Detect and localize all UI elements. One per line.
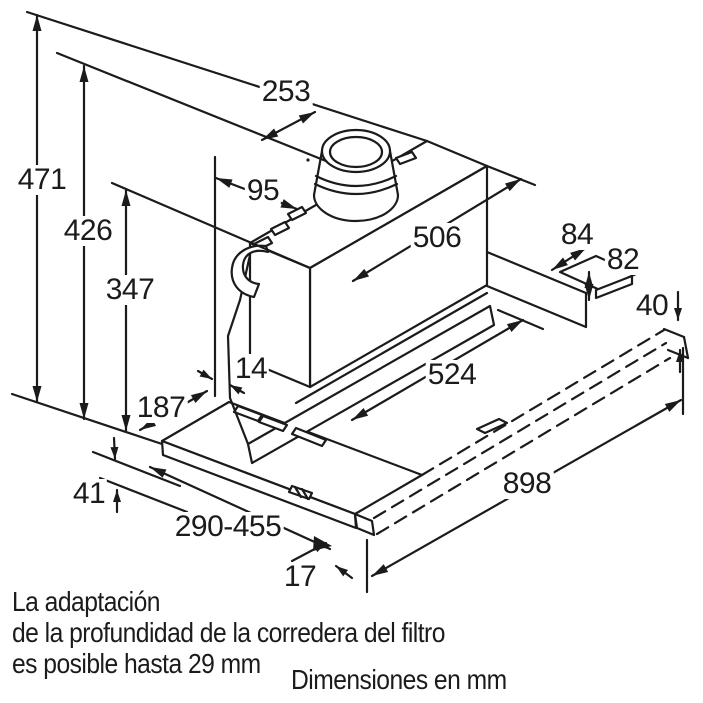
dim-label-347: 347 (103, 273, 157, 306)
adaptation-note-line1: La adaptación (12, 586, 160, 617)
adaptation-note-line2: de la profundidad de la corredera del fi… (12, 617, 445, 648)
dim-label-40: 40 (633, 289, 671, 322)
dim-label-290-455: 290-455 (172, 510, 284, 543)
adaptation-note: La adaptación de la profundidad de la co… (12, 586, 445, 679)
dim-arrow-17-left (290, 541, 328, 563)
dim-line-290-455 (148, 465, 332, 551)
dim-arrow-17-right (334, 564, 354, 580)
dim-line-253 (260, 110, 317, 142)
dim-label-95: 95 (244, 174, 282, 207)
dim-label-426: 426 (61, 214, 115, 247)
filter-handle (475, 417, 509, 435)
dim-label-524: 524 (425, 358, 479, 391)
dim-label-17: 17 (281, 560, 319, 593)
dim-line-84 (550, 246, 588, 272)
dim-arrow-14-right (228, 383, 246, 395)
dim-label-253: 253 (259, 75, 313, 108)
duct-clip-right (394, 150, 418, 166)
dim-arrow-41-down (110, 436, 119, 461)
dim-label-84: 84 (558, 218, 596, 251)
dim-label-506: 506 (410, 221, 464, 254)
units-note: Dimensiones en mm (291, 664, 507, 695)
adaptation-note-line3: es posible hasta 29 mm (12, 648, 261, 679)
dim-label-41: 41 (70, 477, 108, 510)
dim-label-82: 82 (604, 243, 642, 276)
dim-label-898: 898 (500, 467, 554, 500)
panel-end-cap (475, 327, 690, 435)
dim-label-14: 14 (232, 352, 270, 385)
dim-label-187: 187 (134, 391, 188, 424)
dim-label-471: 471 (15, 163, 69, 196)
spring-hook (230, 244, 270, 299)
dim-arrow-14-left (196, 369, 214, 381)
